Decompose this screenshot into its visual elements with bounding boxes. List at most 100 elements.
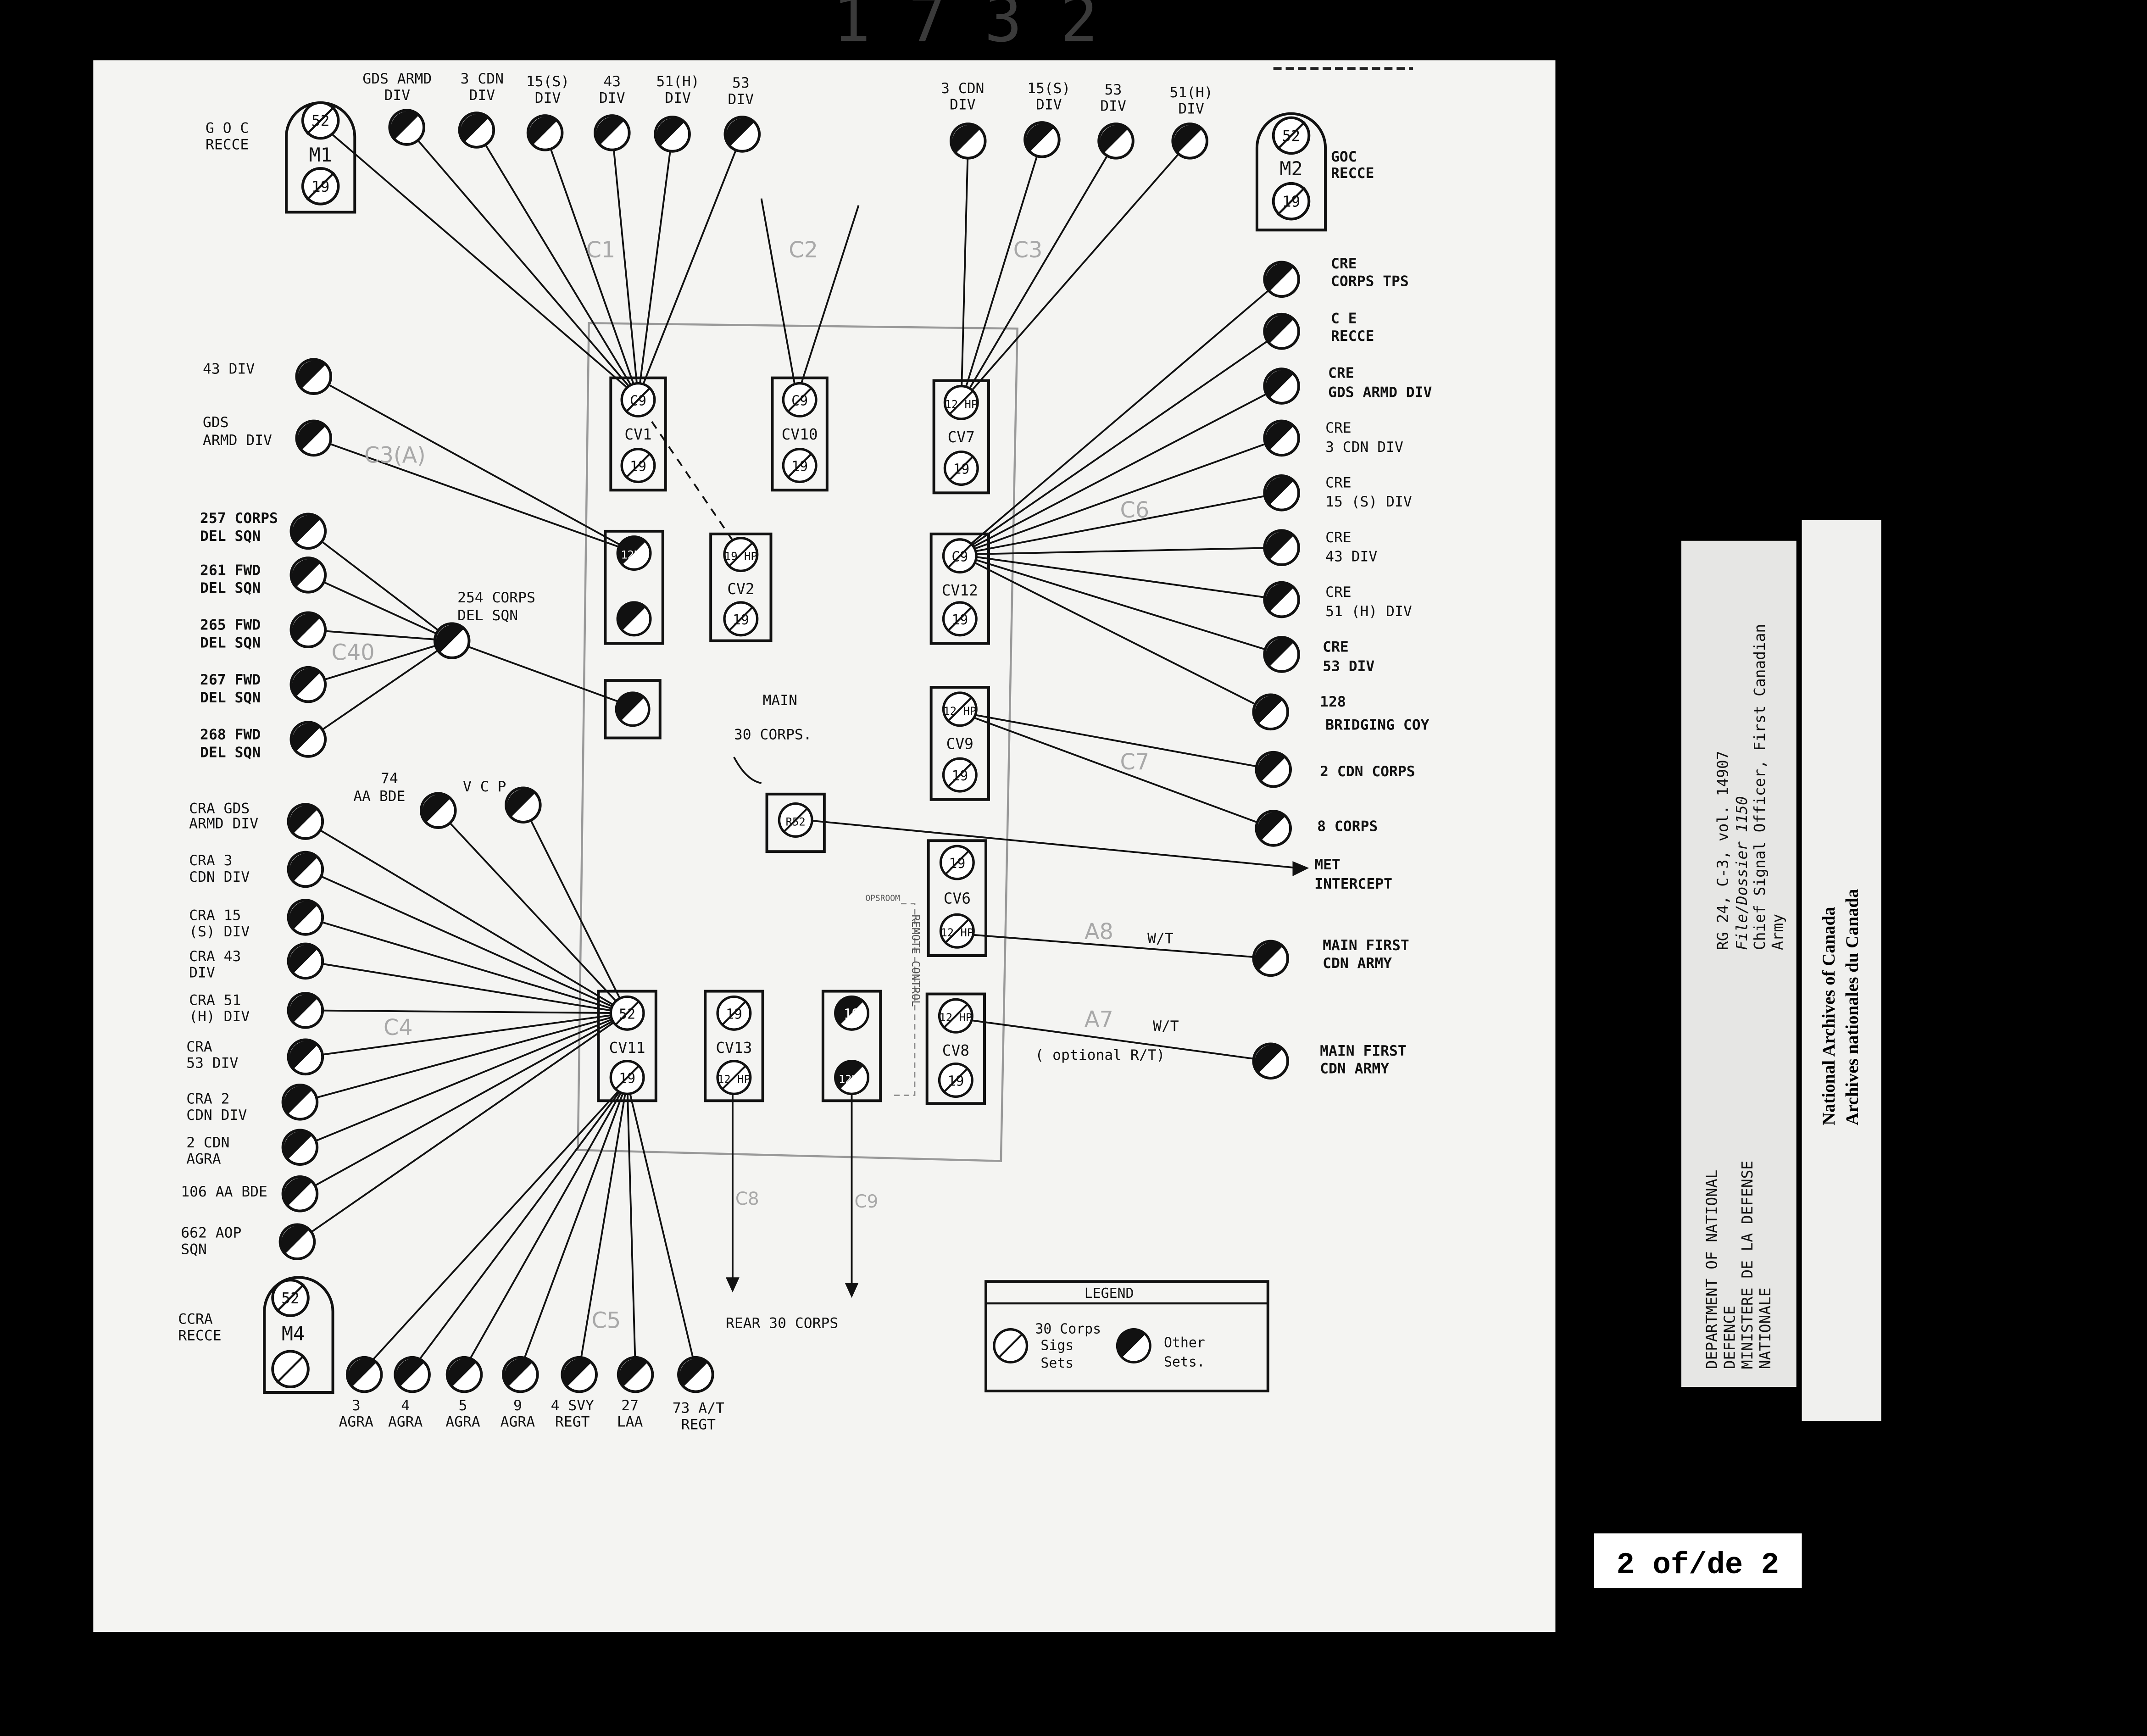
top-left-4a: 51(H) [656,73,699,90]
vehicle-block-c: 19 12HP [821,990,882,1102]
circuit-a8: A8 [1085,919,1113,945]
legend-own-3: Sets [1040,1355,1074,1371]
cre-4b: 15 (S) DIV [1325,494,1412,510]
vehicle-cv13: 19 CV13 12 HP [704,990,764,1102]
set-cre-53 [1263,636,1300,673]
set-265-fwd-del [289,611,327,649]
set-268-fwd-del [289,721,327,758]
cv2-label: CV2 [727,580,754,598]
set-53-div-right [1097,122,1135,160]
set-2-cdn-corps [1255,751,1292,788]
left-43-div: 43 DIV [203,361,255,378]
set-15-s-div [526,114,564,151]
wt-2: W/T [1153,1018,1179,1035]
set-106-aa-bde [281,1175,319,1213]
del-3b: DEL SQN [200,690,261,706]
top-left-3b: DIV [599,90,625,106]
set-27-laa [617,1356,654,1393]
set-9-agra [502,1356,539,1393]
cre-0b: CORPS TPS [1331,273,1409,290]
del-1a: 261 FWD [200,562,261,579]
bottom-6a: 73 A/T [673,1400,724,1417]
bottom-0b: AGRA [339,1414,374,1430]
top-left-3a: 43 [603,73,621,90]
vehicle-cv10: C9 CV10 19 [771,376,829,492]
circuit-c3: C3 [1013,238,1043,263]
vehicle-254-del [604,679,662,740]
circuit-c6: C6 [1120,498,1149,523]
set-vcp [505,786,542,824]
del-2a: 265 FWD [200,617,261,634]
page-counter: 2 of/de 2 [1617,1548,1780,1582]
cre-8a: 128 [1320,694,1346,710]
m2-top-label: 52 [1282,127,1301,145]
set-3-agra [345,1356,383,1393]
legend-other-2: Sets. [1164,1354,1205,1370]
del-2b: DEL SQN [200,635,261,651]
stamp-title-1: Chief Signal Officer, First Canadian [1751,624,1769,950]
cra-2a: CRA 15 [189,907,241,924]
archives-card [1802,520,1881,1421]
cra-5a: CRA [186,1039,212,1055]
del-3a: 267 FWD [200,672,261,688]
main-first-2a: MAIN FIRST [1320,1043,1407,1059]
top-right-3b: DIV [1178,101,1204,117]
bottom-4b: REGT [555,1414,590,1430]
set-51-h-div-right [1171,122,1208,160]
vehicle-cv8: 12 HP CV8 19 [925,992,986,1105]
cra-6b: CDN DIV [186,1107,247,1124]
ccra-1: CCRA [178,1311,213,1328]
set-cre-corps-tps [1263,261,1300,298]
circuit-a7: A7 [1085,1007,1113,1032]
goc-left-1: G O C [206,120,249,136]
legend-own-2: Sigs [1040,1337,1074,1353]
main-30-corps-area [577,322,1018,1162]
del-hub-1: 254 CORPS [457,590,535,606]
archive-stamp: DEPARTMENT OF NATIONAL DEFENCE MINISTERE… [1681,540,1797,1387]
aa-bde-1: 74 [381,770,398,787]
aa-bde-2: AA BDE [353,788,405,805]
cv13-bottom: 12 HP [718,1073,751,1086]
stamp-title-2: Army [1769,914,1786,950]
cra-0b: ARMD DIV [189,815,258,832]
vehicle-cv1: C9 CV1 19 [609,376,667,492]
cv1-top: C9 [630,393,646,409]
cra-1a: CRA 3 [189,852,232,869]
set-5-agra [445,1356,483,1393]
cra-7b: AGRA [186,1151,221,1168]
del-1b: DEL SQN [200,580,261,596]
cv11-bottom: 19 [619,1071,635,1087]
set-4-svy-regt [561,1356,598,1393]
set-3-cdn-div-right [949,122,987,160]
top-left-0a: GDS ARMD [362,71,432,87]
set-gds-armd-div [388,109,425,146]
stamp-line-2: DEFENCE [1721,1306,1738,1369]
top-right-0b: DIV [950,97,976,113]
cra-9b: SQN [181,1241,207,1258]
legend: LEGEND 30 Corps Sigs Sets Other Sets. [985,1280,1269,1392]
legend-other-1: Other [1164,1335,1205,1351]
cv8-bottom: 19 [947,1073,964,1089]
circuit-c5: C5 [592,1308,621,1334]
set-cra-43 [287,942,324,980]
set-main-first-cdn-army-1 [1252,940,1290,977]
set-267-fwd-del [289,666,327,703]
m4-top-label: 52 [281,1290,300,1307]
main-first-1b: CDN ARMY [1323,955,1392,972]
set-cre-3-cdn [1263,419,1300,457]
left-gds-1: GDS [203,414,229,431]
set-3-cdn-div [458,111,495,149]
cv7-top: 12 HP [945,398,978,411]
cra-5b: 53 DIV [186,1055,238,1072]
cv12-top: C9 [951,549,968,565]
page-counter-box [1594,1533,1802,1588]
vehicle-cv7: 12 HP CV7 19 [932,379,990,495]
set-74-aa-bde [420,792,457,829]
cv8-top: 12 HP [939,1011,972,1024]
cre-7b: 53 DIV [1323,658,1374,674]
stamp-line-3: MINISTERE DE LA DEFENSE [1739,1161,1756,1369]
set-cre-15-s [1263,474,1300,512]
vehicle-m1: 52 M1 19 [285,101,356,214]
main-first-2b: CDN ARMY [1320,1061,1389,1077]
